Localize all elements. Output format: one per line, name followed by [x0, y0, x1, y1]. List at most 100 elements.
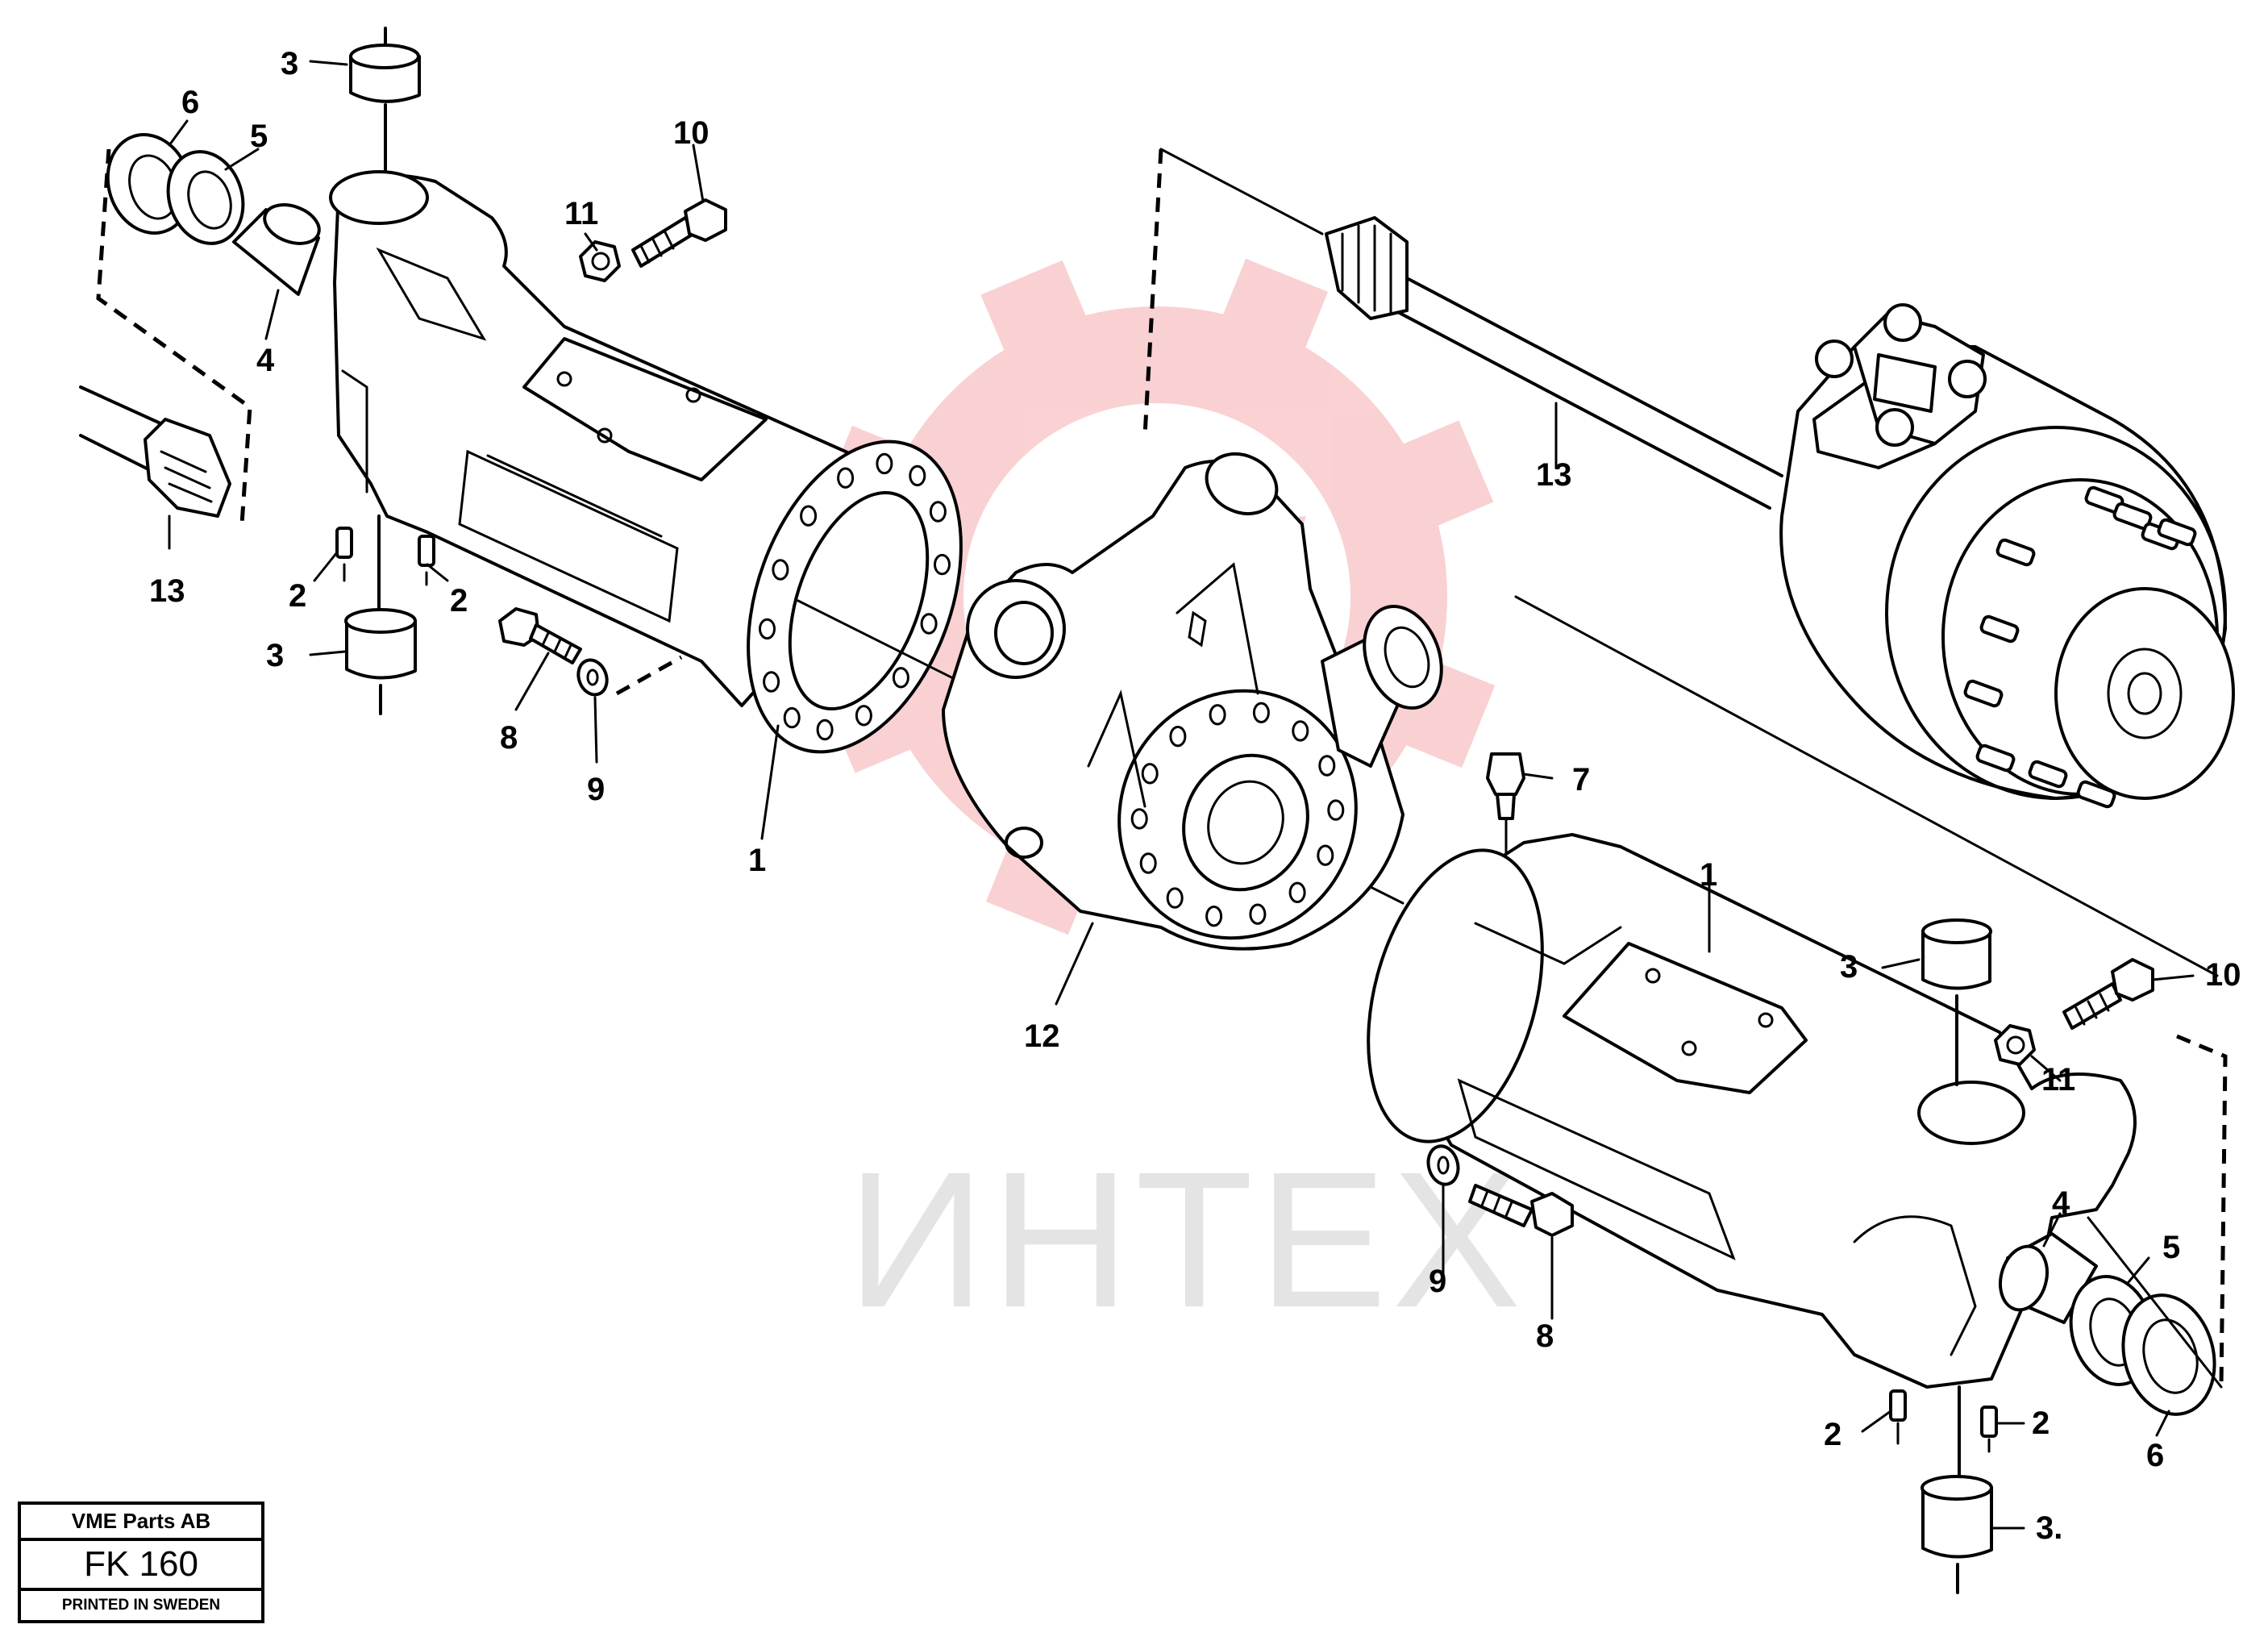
wheel-stud — [2157, 518, 2197, 547]
callout-right-screw: 8 — [1536, 1318, 1554, 1354]
right-pin-a-part — [1889, 1389, 1907, 1445]
left-top-bushing-part — [349, 27, 421, 195]
right-top-bushing-part — [1921, 918, 1992, 1086]
left-bolt-part — [631, 198, 727, 268]
flange-bolt-hole — [1169, 726, 1187, 748]
breather-part — [1486, 752, 1525, 889]
left-bottom-bushing-part — [344, 514, 417, 715]
flange-bolt-hole — [1327, 799, 1345, 821]
wheel-stud — [2076, 780, 2116, 809]
flange-bolt-hole — [1166, 887, 1184, 909]
flange-bolt-hole — [1139, 852, 1157, 874]
flange-bolt-hole — [1318, 755, 1336, 777]
right-axle-housing — [1367, 833, 2137, 1389]
left-nut-part — [579, 240, 621, 282]
flange-bolt-hole — [909, 464, 926, 487]
wheel-hub — [1779, 303, 2235, 809]
watermark-gear-tooth — [1369, 420, 1494, 540]
right-assembly-dashed-line — [1142, 148, 2228, 1388]
flange-bolt-hole — [934, 553, 951, 576]
flange-bolt-hole — [876, 452, 893, 475]
right-seal-axis-line — [2087, 1216, 2223, 1389]
left-pin-a-part — [335, 527, 353, 582]
figure-code: FK 160 — [21, 1541, 261, 1591]
left-side-bushing-part — [232, 203, 321, 296]
wheel-stud — [1995, 538, 2036, 567]
left-drive-shaft — [79, 385, 231, 518]
left-pin-b-part — [418, 535, 435, 586]
callout-breather: 7 — [1572, 762, 1590, 798]
left-screw-part — [498, 607, 582, 664]
callout-right-bushing-side: 4 — [2052, 1185, 2070, 1221]
callout-left-bushing-bottom: 3 — [266, 638, 284, 673]
right-guide-line — [1514, 595, 2219, 977]
callout-right-bushing-top: 3 — [1840, 949, 1858, 985]
callout-left-bushing-side: 4 — [256, 343, 275, 378]
right-nut-part — [1994, 1024, 2036, 1066]
wheel-stud — [1975, 743, 2016, 773]
callout-left-pin-b: 2 — [450, 583, 468, 618]
differential-carrier — [942, 452, 1443, 951]
right-screw-part — [1468, 1184, 1574, 1308]
callout-right-nut: 11 — [2041, 1062, 2075, 1097]
wheel-stud — [1963, 679, 2004, 708]
wheel-stud — [1979, 614, 2020, 643]
callout-right-pin-a: 2 — [1824, 1417, 1841, 1452]
callout-right-seal-outer: 6 — [2146, 1438, 2164, 1473]
flange-bolt-hole — [1249, 903, 1267, 925]
wheel-stud — [2028, 760, 2068, 789]
flange-bolt-hole — [1205, 906, 1223, 927]
right-pin-b-part — [1980, 1406, 1998, 1453]
callout-left-screw: 8 — [500, 720, 518, 756]
watermark-gear-tooth — [1209, 258, 1329, 382]
flange-bolt-hole — [1209, 704, 1226, 726]
callout-left-nut: 11 — [564, 196, 598, 231]
flange-bolt-hole — [837, 467, 855, 489]
callout-right-bushing-bottom: 3. — [2036, 1510, 2062, 1546]
right-long-axis-line — [1159, 148, 1324, 235]
left-seal-inner-part — [166, 150, 245, 245]
flange-bolt-hole — [783, 706, 801, 729]
printed-in-note: PRINTED IN SWEDEN — [61, 1597, 221, 1614]
callout-left-bushing-top: 3 — [281, 46, 298, 81]
flange-bolt-hole — [920, 613, 938, 635]
callout-differential: 12 — [1024, 1018, 1060, 1054]
flange-bolt-hole — [759, 618, 776, 640]
flange-bolt-hole — [763, 671, 780, 693]
callout-left-housing: 1 — [748, 843, 766, 878]
flange-bolt-hole — [1252, 702, 1270, 723]
callout-right-housing: 1 — [1700, 857, 1717, 893]
callout-right-pin-b: 2 — [2032, 1406, 2050, 1441]
callout-left-washer: 9 — [587, 772, 605, 807]
flange-bolt-hole — [1292, 720, 1309, 742]
flange-bolt-hole — [929, 501, 947, 523]
callout-right-seal-inner: 5 — [2162, 1230, 2180, 1265]
wheel-stud — [2112, 502, 2153, 531]
flange-bolt-hole — [1288, 881, 1306, 904]
flange-bolt-hole — [892, 667, 909, 689]
right-drive-shaft — [1325, 216, 1783, 510]
callout-right-washer: 9 — [1429, 1264, 1446, 1299]
flange-bolt-hole — [800, 505, 818, 527]
callout-left-seal-outer: 6 — [181, 85, 199, 120]
callout-labels: 3 6 5 4 13 11 10 2 2 3 8 9 1 12 7 13 1 3… — [149, 46, 2241, 1546]
leader-lines — [168, 60, 2195, 1530]
watermark-gear-tooth — [980, 260, 1101, 385]
company-name: VME Parts AB — [21, 1505, 261, 1541]
left-washer-part — [576, 658, 609, 697]
callout-left-bolt: 10 — [673, 115, 710, 151]
flange-bolt-hole — [772, 559, 789, 581]
callout-right-shaft: 13 — [1536, 457, 1572, 493]
callout-right-bolt: 10 — [2205, 957, 2241, 993]
left-housing-flange — [747, 439, 963, 754]
right-bottom-bushing-part — [1921, 1385, 1993, 1594]
watermark-text: ИНТЕХ — [847, 1131, 1526, 1347]
flange-bolt-hole — [1141, 763, 1159, 785]
title-block: VME Parts AB FK 160 PRINTED IN SWEDEN — [18, 1501, 264, 1623]
left-assembly-dashed-line — [96, 148, 252, 525]
left-screw-dashed-line — [615, 655, 683, 696]
callout-left-seal-inner: 5 — [250, 119, 268, 154]
callout-left-shaft: 13 — [149, 573, 185, 609]
flange-bolt-hole — [1130, 808, 1148, 830]
